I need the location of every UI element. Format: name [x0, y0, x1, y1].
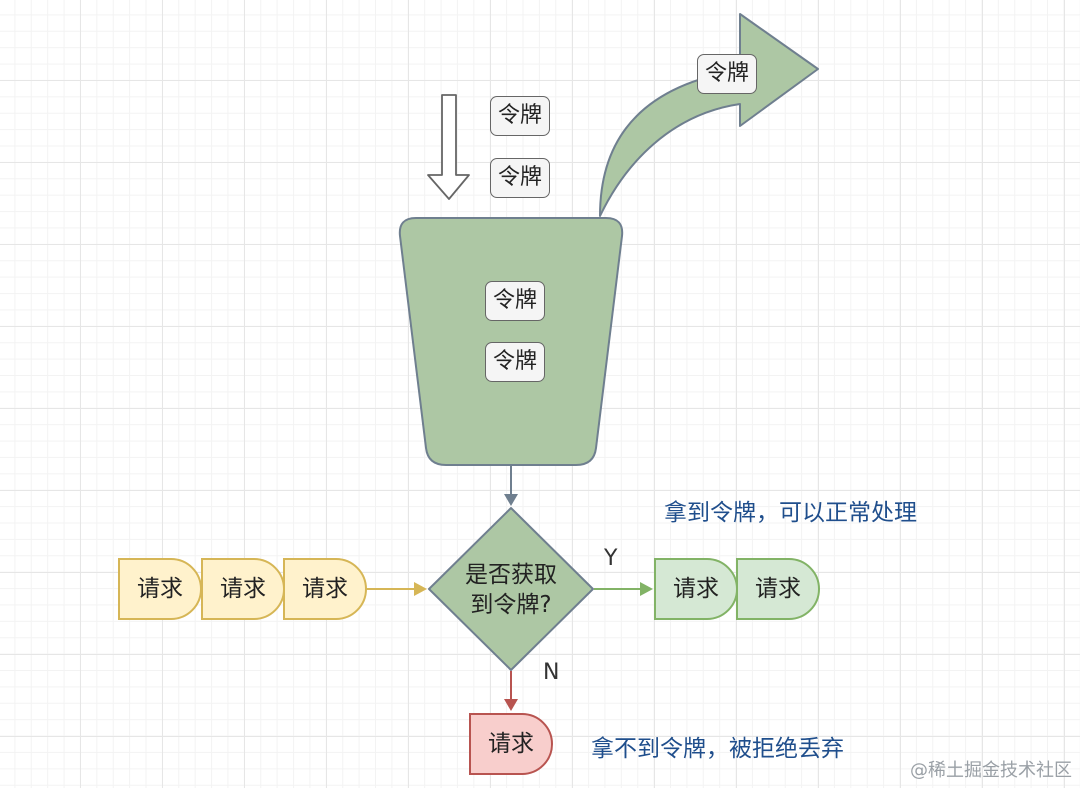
no-branch-label: N	[543, 660, 560, 685]
accepted-request-2: 请求	[736, 558, 820, 620]
rejected-note: 拿不到令牌，被拒绝丢弃	[591, 736, 844, 762]
decision-label-line1: 是否获取	[465, 562, 557, 588]
accepted-note: 拿到令牌，可以正常处理	[664, 500, 917, 526]
bucket-token-1: 令牌	[485, 281, 545, 321]
outgoing-token: 令牌	[697, 54, 757, 94]
token-inflow-arrow	[427, 94, 470, 200]
no-arrowhead	[504, 699, 518, 711]
pending-request-1: 请求	[118, 558, 202, 620]
pending-request-2: 请求	[201, 558, 285, 620]
yes-branch-label: Y	[604, 546, 618, 571]
bucket-to-decision-arrowhead	[504, 494, 518, 506]
decision-label: 是否获取 到令牌?	[441, 560, 581, 620]
accepted-request-1: 请求	[654, 558, 738, 620]
bucket-token-2: 令牌	[485, 342, 545, 382]
token-outflow-arrow	[599, 13, 819, 217]
token-bucket	[398, 217, 624, 466]
incoming-token-2: 令牌	[490, 158, 550, 198]
pending-request-3: 请求	[283, 558, 367, 620]
decision-label-line2: 到令牌?	[470, 592, 552, 618]
pending-to-decision-arrowhead	[414, 582, 427, 596]
incoming-token-1: 令牌	[490, 96, 550, 136]
yes-arrowhead	[640, 582, 653, 596]
watermark: @稀土掘金技术社区	[910, 760, 1072, 781]
decision-diamond	[428, 507, 594, 671]
rejected-request: 请求	[469, 713, 553, 775]
